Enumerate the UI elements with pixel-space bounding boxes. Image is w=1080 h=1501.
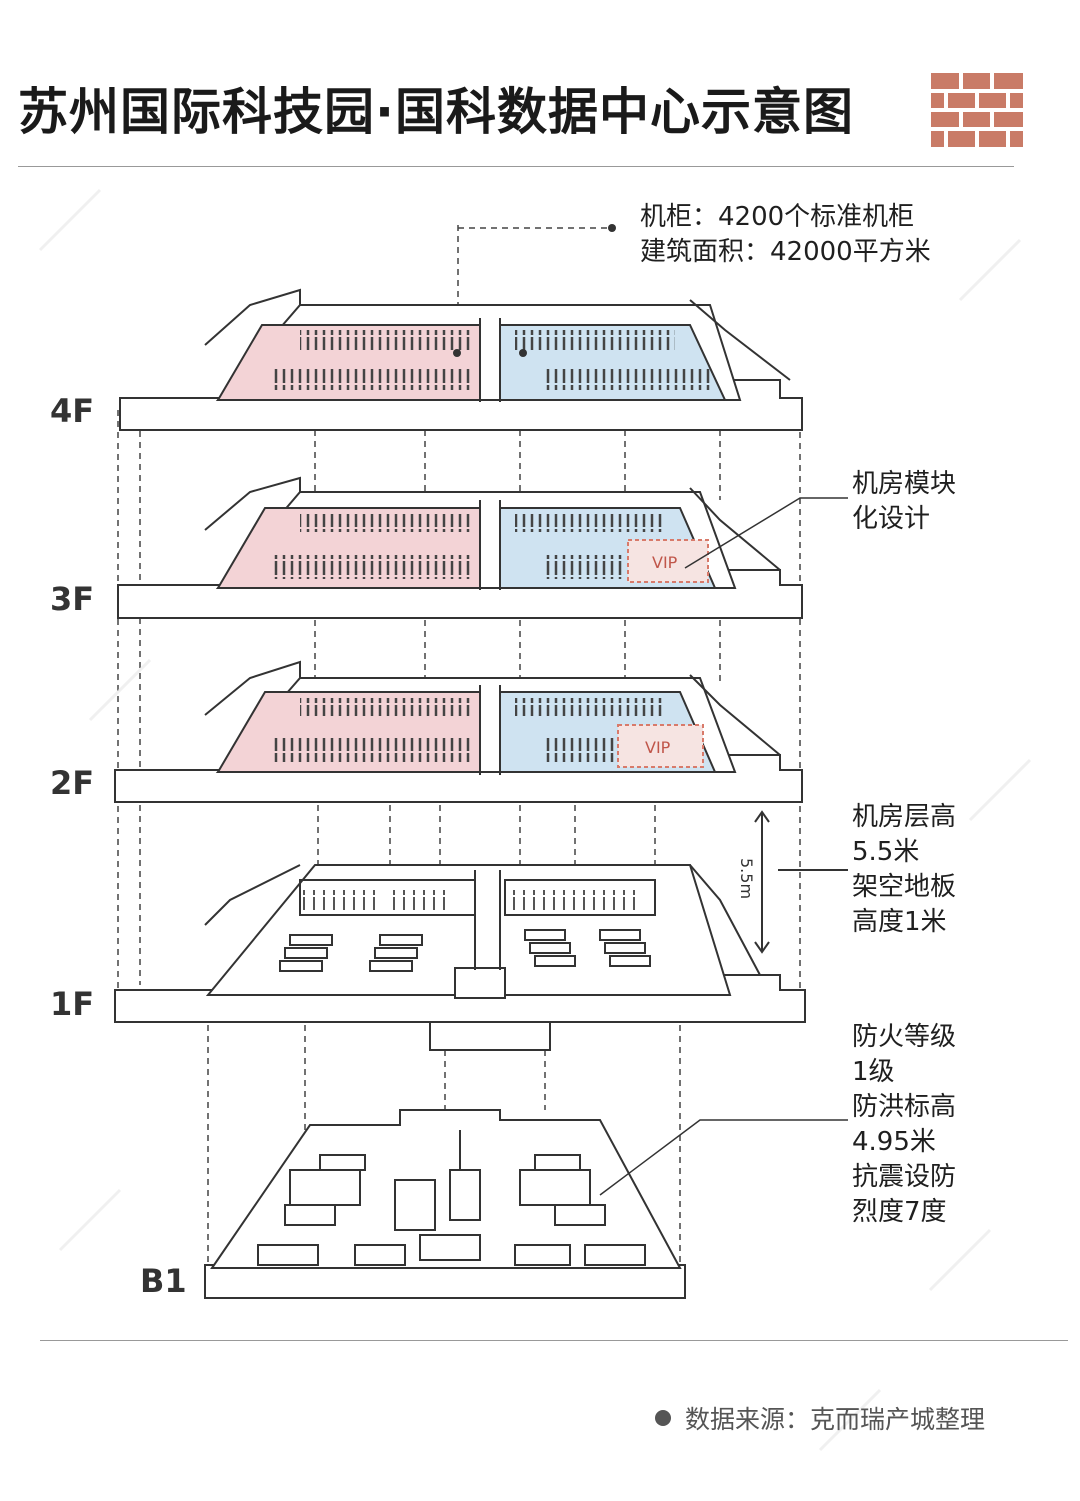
annotation-line: 高度1米 [852,907,947,937]
title-divider [18,166,1014,167]
annotation-line: 5.5米 [852,837,920,867]
floor-connector-lines [117,225,801,1270]
annotation-cabinet: 机柜：4200个标准机柜 建筑面积：42000平方米 [640,200,931,270]
watermark [38,188,1032,1452]
annotation-line: 架空地板 [852,872,957,902]
floor-label-4f: 4F [50,392,95,430]
height-mark-label: 5.5m [737,858,756,900]
height-arrow [754,810,848,954]
annotation-line: 防洪标高 [852,1092,957,1122]
annotation-line: 机房模块 [852,469,957,499]
annotation-line: 抗震设防 [852,1162,957,1192]
bullet-icon [655,1410,671,1426]
floor-1-plan [114,864,806,1051]
annotation-leaders [599,497,848,1196]
floor-label-b1: B1 [140,1262,187,1300]
floor-3-plan [117,476,803,619]
annotation-line: 机柜：4200个标准机柜 [640,202,915,232]
annotation-line: 化设计 [852,504,931,534]
annotation-fire: 防火等级 1级 防洪标高 4.95米 抗震设防 烈度7度 [852,1020,956,1230]
floor-b1-plan [204,1109,686,1299]
data-source: 数据来源：克而瑞产城整理 [655,1400,985,1436]
annotation-line: 烈度7度 [852,1197,947,1227]
annotation-height: 机房层高 5.5米 架空地板 高度1米 [852,800,956,940]
floor-label-3f: 3F [50,580,95,618]
floor-2-plan [114,660,803,803]
annotation-line: 建筑面积：42000平方米 [640,237,931,267]
floor-label-2f: 2F [50,764,95,802]
footer-divider [40,1340,1068,1341]
vip-label-3f: VIP [652,553,678,572]
brick-logo-icon [931,73,1023,147]
page-title: 苏州国际科技园·国科数据中心示意图 [18,83,854,141]
annotation-line: 4.95米 [852,1127,936,1157]
annotation-modular: 机房模块 化设计 [852,467,956,537]
floor-4-plan [119,288,803,431]
annotation-line: 1级 [852,1057,895,1087]
annotation-line: 机房层高 [852,802,957,832]
annotation-line: 防火等级 [852,1022,957,1052]
floor-label-1f: 1F [50,985,95,1023]
vip-label-2f: VIP [645,738,671,757]
data-source-text: 数据来源：克而瑞产城整理 [685,1405,986,1434]
